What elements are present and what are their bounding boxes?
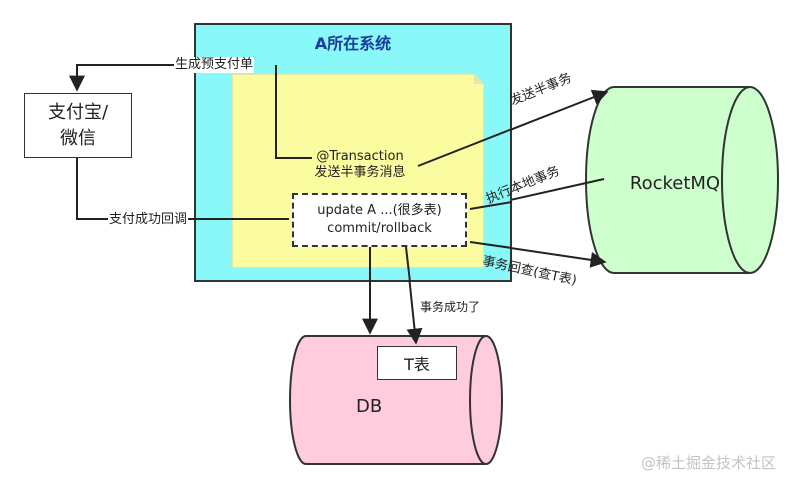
t-table-box: T表 bbox=[377, 346, 457, 380]
annotation-line-2: 发送半事务消息 bbox=[314, 165, 406, 180]
rocketmq-cylinder bbox=[585, 86, 779, 274]
payment-provider-node: 支付宝/ 微信 bbox=[24, 93, 132, 158]
process-line-2: commit/rollback bbox=[327, 221, 432, 236]
local-transaction-box: update A ...(很多表) commit/rollback bbox=[292, 193, 467, 247]
payment-line-1: 支付宝/ bbox=[47, 101, 109, 123]
transaction-annotation: @Transaction 发送半事务消息 bbox=[300, 149, 420, 181]
note-corner-fold bbox=[474, 74, 484, 84]
payment-line-2: 微信 bbox=[59, 127, 96, 149]
rocketmq-label: RocketMQ bbox=[629, 173, 721, 194]
annotation-line-1: @Transaction bbox=[316, 149, 404, 164]
db-label: DB bbox=[356, 396, 383, 417]
label-tx-success: 事务成功了 bbox=[420, 300, 481, 314]
process-line-1: update A ...(很多表) bbox=[317, 203, 442, 218]
system-a-title: A所在系统 bbox=[314, 34, 392, 53]
label-generate-prepay: 生成预支付单 bbox=[174, 57, 255, 73]
label-pay-success-callback: 支付成功回调 bbox=[108, 212, 189, 228]
watermark: @稀土掘金技术社区 bbox=[641, 454, 777, 472]
